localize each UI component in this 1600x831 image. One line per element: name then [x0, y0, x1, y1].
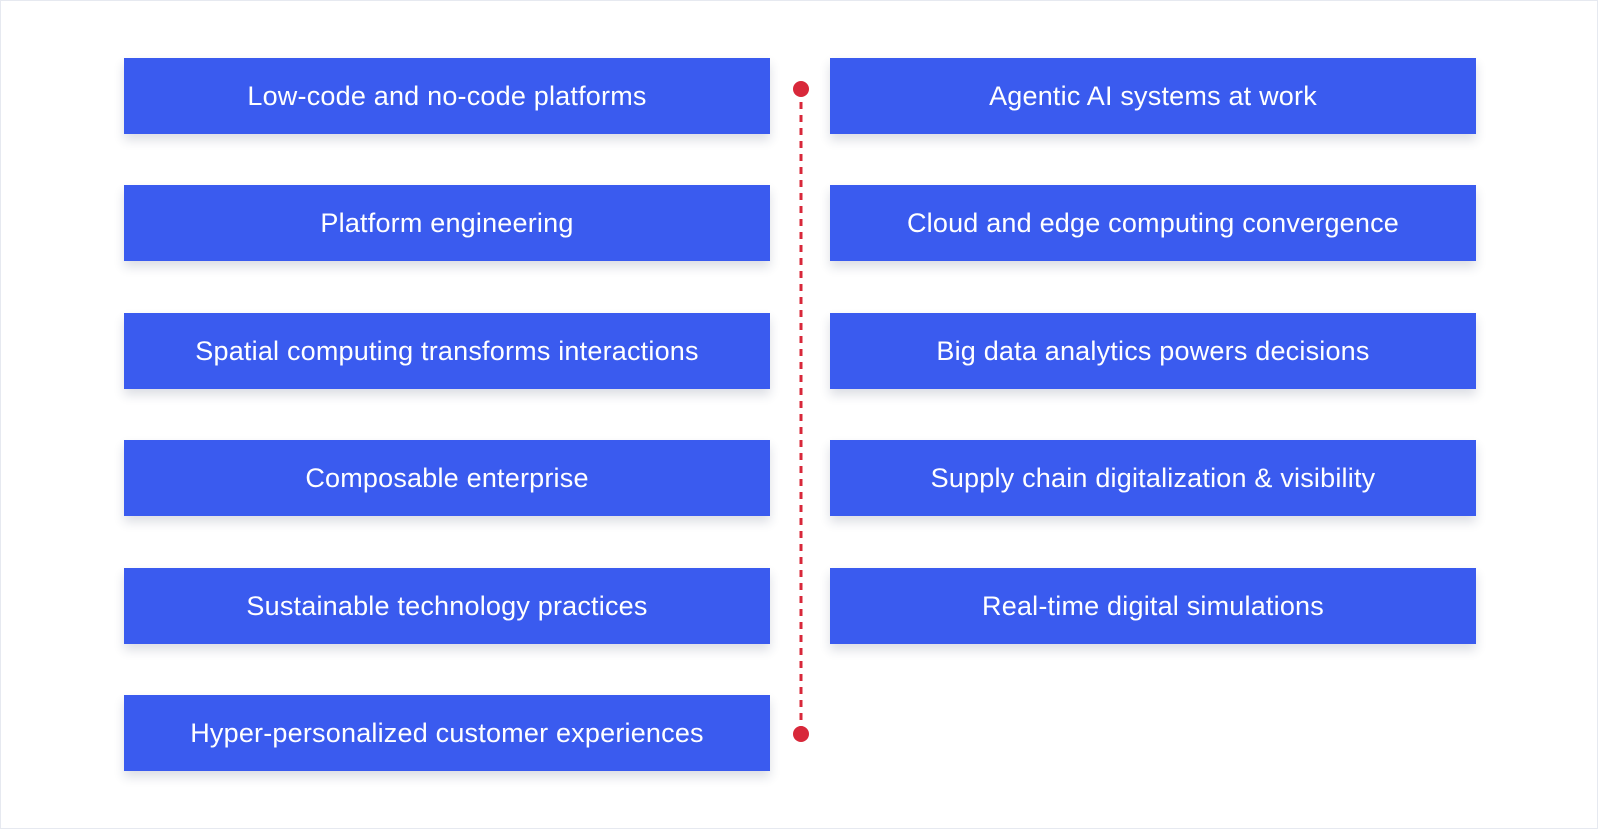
trend-label: Big data analytics powers decisions — [936, 335, 1370, 366]
trend-box-spatial-computing: Spatial computing transforms interaction… — [124, 313, 770, 389]
trend-box-hyper-personalized: Hyper-personalized customer experiences — [124, 695, 770, 771]
trend-label: Spatial computing transforms interaction… — [195, 335, 699, 366]
trend-box-composable-enterprise: Composable enterprise — [124, 440, 770, 516]
trend-label: Cloud and edge computing convergence — [906, 207, 1400, 238]
trend-box-supply-chain: Supply chain digitalization & visibility — [830, 440, 1476, 516]
trend-label: Hyper-personalized customer experiences — [190, 717, 704, 748]
trend-box-real-time-simulations: Real-time digital simulations — [830, 568, 1476, 644]
trend-box-sustainable-technology: Sustainable technology practices — [124, 568, 770, 644]
trend-box-agentic-ai: Agentic AI systems at work — [830, 58, 1476, 134]
trend-label: Platform engineering — [320, 207, 574, 238]
trend-label: Low-code and no-code platforms — [247, 80, 647, 111]
trend-box-cloud-edge: Cloud and edge computing convergence — [830, 185, 1476, 261]
trend-box-platform-engineering: Platform engineering — [124, 185, 770, 261]
connector-bottom-dot — [793, 726, 809, 742]
trend-label: Real-time digital simulations — [982, 590, 1324, 621]
trend-label: Supply chain digitalization & visibility — [930, 462, 1376, 493]
trend-label: Sustainable technology practices — [246, 590, 648, 621]
trend-label: Agentic AI systems at work — [989, 80, 1317, 111]
connector-top-dot — [793, 81, 809, 97]
trend-box-low-code: Low-code and no-code platforms — [124, 58, 770, 134]
trend-label: Composable enterprise — [305, 462, 589, 493]
dotted-connector — [793, 81, 809, 742]
trend-box-big-data: Big data analytics powers decisions — [830, 313, 1476, 389]
